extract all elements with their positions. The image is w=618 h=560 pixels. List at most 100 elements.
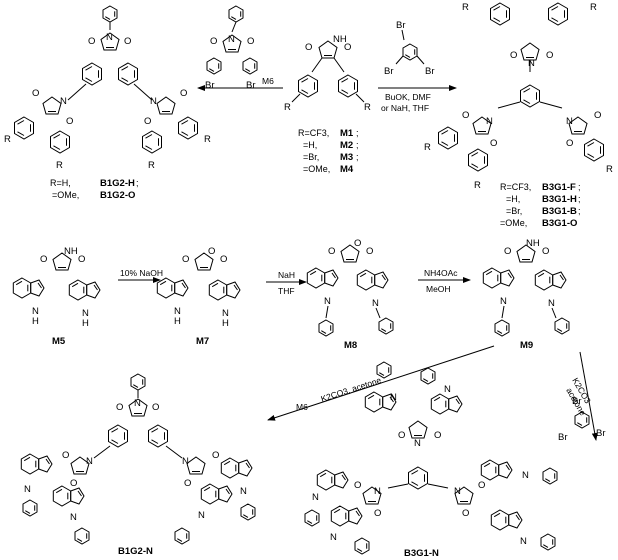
tribromide-reagent-structure: Br Br Br (384, 20, 435, 77)
svg-text:M8: M8 (344, 340, 357, 351)
svg-text:N: N (374, 486, 381, 497)
svg-text:N: N (324, 296, 331, 307)
svg-text:THF: THF (278, 286, 295, 296)
svg-text:N: N (198, 510, 205, 521)
svg-text:N: N (454, 486, 461, 497)
svg-text:R: R (364, 102, 371, 113)
svg-text:M6: M6 (296, 402, 308, 412)
svg-text:N: N (486, 116, 493, 127)
svg-text:N: N (150, 96, 157, 107)
svg-text:O: O (32, 88, 39, 99)
svg-text:Br: Br (396, 20, 406, 31)
svg-text:B3G1-O: B3G1-O (542, 218, 577, 229)
svg-text:N: N (528, 58, 535, 69)
svg-text:B1G2-H: B1G2-H (100, 178, 135, 189)
svg-text:B1G2-N: B1G2-N (118, 546, 153, 557)
svg-text:N: N (70, 512, 77, 523)
svg-text:=OMe,: =OMe, (500, 218, 527, 228)
svg-text:;: ; (578, 182, 581, 192)
svg-text:O: O (328, 246, 335, 257)
svg-text:N: N (330, 532, 337, 543)
svg-text:M6: M6 (262, 76, 274, 86)
svg-text:O: O (210, 36, 217, 47)
m8-structure: O O O N N (306, 238, 394, 337)
tribromide-reagent-small: Br Br Br (558, 396, 606, 443)
svg-text:N: N (312, 492, 319, 503)
svg-text:M7: M7 (196, 336, 209, 347)
svg-text:O: O (40, 254, 47, 265)
svg-text:N: N (414, 438, 421, 449)
svg-text:O: O (62, 450, 69, 461)
svg-text:B3G1-H: B3G1-H (542, 194, 577, 205)
svg-text:N: N (548, 298, 555, 309)
svg-text:NH: NH (64, 246, 78, 257)
svg-text:O: O (478, 480, 485, 491)
svg-text:=H,: =H, (506, 194, 520, 204)
svg-text:N: N (222, 308, 229, 319)
arrow-m9-to-b3g1n (579, 351, 598, 441)
svg-text:N: N (240, 486, 247, 497)
svg-text:N: N (106, 32, 113, 43)
svg-text:N: N (522, 470, 529, 481)
svg-text:O: O (510, 50, 517, 61)
svg-text:Br: Br (572, 396, 582, 407)
b1g2n-structure: N O O N O O N O O N N N N (20, 373, 256, 545)
svg-text:H: H (32, 316, 39, 327)
svg-text:N: N (182, 456, 189, 467)
svg-text:N: N (174, 306, 181, 317)
m7-structure: O O O N H N H (156, 246, 241, 329)
svg-text:B1G2-O: B1G2-O (100, 190, 135, 201)
svg-text:BuOK, DMF: BuOK, DMF (385, 92, 431, 102)
svg-text:or NaH, THF: or NaH, THF (381, 103, 429, 113)
svg-text:NH: NH (526, 238, 540, 249)
svg-text:O: O (434, 430, 441, 441)
svg-text:O: O (66, 116, 73, 127)
svg-text:N: N (390, 392, 397, 403)
m-series-labels: R=CF3, M1 ; =H, M2 ; =Br, M3 ; =OMe, M4 (298, 128, 359, 175)
svg-text:N: N (228, 34, 235, 45)
svg-text:M5: M5 (52, 336, 66, 347)
svg-text:O: O (212, 450, 219, 461)
svg-text:MeOH: MeOH (426, 284, 451, 294)
m5-structure: NH O O N H N H (12, 246, 101, 329)
svg-text:N: N (82, 308, 89, 319)
svg-text:R: R (590, 2, 597, 13)
svg-text:O: O (220, 254, 227, 265)
svg-text:Br: Br (425, 66, 435, 77)
svg-text:N: N (500, 296, 507, 307)
svg-text:O: O (398, 430, 405, 441)
svg-text:=Br,: =Br, (303, 152, 319, 162)
svg-text:O: O (184, 478, 191, 489)
b3g1-structure: R R N O O N O O N O O R R R (424, 2, 613, 191)
svg-text:R: R (462, 2, 469, 13)
svg-text:N: N (444, 384, 451, 395)
svg-text:10% NaOH: 10% NaOH (120, 268, 163, 278)
svg-text:O: O (247, 36, 254, 47)
svg-text:O: O (88, 36, 95, 47)
svg-text:;: ; (356, 152, 359, 162)
svg-text:O: O (208, 246, 215, 257)
svg-text:=OMe,: =OMe, (303, 164, 330, 174)
svg-text:M9: M9 (520, 340, 533, 351)
svg-text:R: R (204, 134, 211, 145)
svg-text:O: O (144, 116, 151, 127)
svg-text:O: O (78, 254, 85, 265)
svg-text:K2CO3, acetone: K2CO3, acetone (320, 375, 383, 404)
svg-text:O: O (546, 50, 553, 61)
svg-text:Br: Br (558, 432, 568, 443)
svg-text:;: ; (356, 128, 359, 138)
m9-structure: NH O O N N (482, 238, 570, 337)
svg-text:R: R (56, 160, 63, 171)
svg-text:B3G1-B: B3G1-B (542, 206, 577, 217)
svg-text:Br: Br (246, 80, 256, 91)
b3g1n-structure: N N N O O N O O N O O N N N N (304, 361, 558, 555)
svg-text:;: ; (578, 206, 581, 216)
svg-text:B3G1-F: B3G1-F (542, 182, 576, 193)
svg-text:O: O (462, 110, 469, 121)
svg-text:O: O (566, 138, 573, 149)
svg-text:R=CF3,: R=CF3, (298, 128, 329, 138)
svg-text:O: O (305, 42, 312, 53)
svg-text:Br: Br (596, 428, 606, 439)
svg-text:=Br,: =Br, (506, 206, 522, 216)
